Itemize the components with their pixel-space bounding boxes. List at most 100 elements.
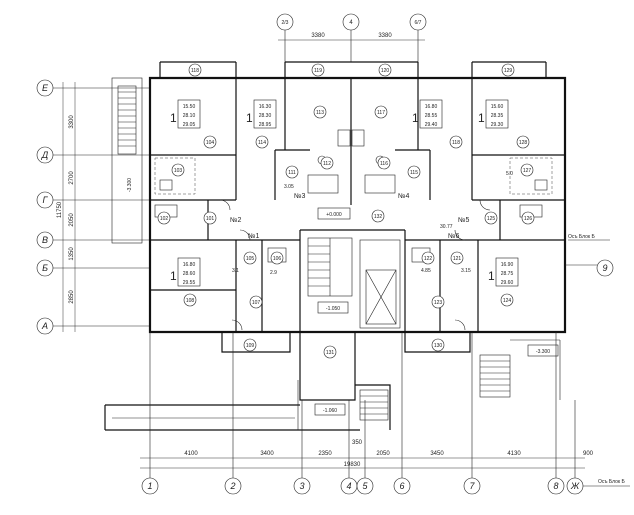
left-dimension: 3300	[69, 115, 75, 129]
room-number: 108	[186, 298, 195, 304]
room-number: 132	[374, 214, 383, 220]
room-number: 105	[246, 256, 255, 262]
left-dimension: 2850	[69, 290, 75, 304]
bottom-axis-label: 7	[469, 481, 475, 491]
left-dimension: 2050	[69, 213, 75, 227]
bottom-dimension: 4130	[507, 451, 521, 457]
section-label: №4	[398, 193, 410, 200]
bottom-axis-label: 8	[553, 481, 558, 491]
left-axis-label: Б	[42, 263, 48, 273]
top-dimension: 3380	[311, 33, 325, 39]
left-axis-label: А	[41, 321, 48, 331]
door-swings	[219, 199, 491, 331]
bottom-axis-label: 5	[362, 481, 368, 491]
room-number: 119	[314, 68, 322, 74]
apartment-area-label: 1 16.90 28.75 29.60	[488, 257, 519, 287]
room-number: 122	[424, 256, 433, 262]
small-value: 2.9	[270, 270, 277, 276]
apartment-room-count: 1	[488, 269, 495, 283]
bottom-axis-label: Ж	[570, 481, 580, 491]
bottom-dimension: 900	[583, 451, 594, 457]
apartment-area-living: 16.90	[501, 262, 514, 268]
bottom-axis-label: 6	[399, 481, 404, 491]
room-number: 121	[453, 256, 462, 262]
section-label: №3	[294, 193, 306, 200]
apartment-area-living: 16.30	[259, 104, 272, 110]
section-label: №5	[458, 217, 470, 224]
bottom-axis-label: 3	[299, 481, 304, 491]
room-number: 116	[380, 161, 388, 167]
bottom-dimension: 2050	[376, 451, 390, 457]
small-value: 30.77	[440, 224, 453, 230]
apartment-area-total: 28.35	[491, 113, 504, 119]
small-value: 4.85	[421, 268, 431, 274]
room-number: 104	[206, 140, 215, 146]
apartment-room-count: 1	[478, 111, 485, 125]
top-axis-label: 4	[349, 20, 353, 26]
apartment-area-full: 29.30	[491, 122, 504, 128]
apartment-area-full: 28.95	[259, 122, 272, 128]
section-label: №2	[230, 217, 242, 224]
bottom-axis-label: 4	[346, 481, 351, 491]
bottom-total-dimension: 19830	[344, 462, 361, 468]
room-number: 107	[252, 300, 261, 306]
left-dimension: 1350	[69, 247, 75, 261]
left-total-dimension: 11750	[57, 201, 63, 218]
level-mark: -1.060	[323, 408, 337, 414]
section-label: №6	[448, 233, 460, 240]
small-value: 3.15	[461, 268, 471, 274]
room-number: 103	[174, 168, 183, 174]
room-number: 115	[410, 170, 418, 176]
room-number: 131	[326, 350, 335, 356]
left-dimension: 2700	[69, 171, 75, 185]
bottom-axis-label: 2	[229, 481, 235, 491]
left-axis-markers: Е Д Г В Б А 3300 2700 2050 1350 2850 117…	[36, 79, 150, 335]
block-note: Осъ Блок Б	[598, 479, 625, 485]
top-dimension: 3380	[378, 33, 392, 39]
room-number: 109	[246, 343, 255, 349]
room-number: 130	[434, 343, 443, 349]
room-number: 128	[519, 140, 528, 146]
bottom-axis-markers: 4100 3400 2350 350 2050 3450 4130 900 19…	[140, 332, 630, 495]
left-axis-label: Г	[43, 195, 49, 205]
apartment-area-full: 29.60	[501, 280, 514, 286]
room-number: 129	[504, 68, 513, 74]
apartment-area-label: 1 15.50 28.10 29.05	[170, 99, 201, 129]
room-number: 123	[434, 300, 443, 306]
apartment-room-count: 1	[246, 111, 253, 125]
right-axis-label: 9	[602, 263, 607, 273]
bottom-dimension: 2350	[318, 451, 332, 457]
room-number: 124	[503, 298, 512, 304]
top-axis-markers: 2/3 4 6/7 3380 3380	[276, 13, 427, 62]
room-number: 126	[524, 216, 533, 222]
exterior-stair-left: -3.300	[111, 77, 143, 244]
room-number: 117	[377, 110, 385, 116]
apartment-area-full: 29.05	[183, 122, 196, 128]
room-number: 118	[452, 140, 460, 146]
apartment-area-living: 15.60	[491, 104, 504, 110]
level-mark: -3.300	[127, 178, 133, 192]
apartment-area-label: 1 16.80 28.55 29.40	[412, 99, 443, 129]
small-value: 3.1	[232, 268, 239, 274]
level-mark: -1.050	[326, 306, 340, 312]
room-number: 112	[323, 161, 331, 167]
left-axis-label: В	[42, 235, 48, 245]
room-number: 111	[288, 170, 296, 176]
apartment-area-total: 28.10	[183, 113, 196, 119]
apartment-room-count: 1	[170, 269, 177, 283]
left-axis-label: Е	[42, 83, 49, 93]
apartment-room-count: 1	[412, 111, 419, 125]
apartment-labels: 1 15.50 28.10 29.05 1 16.30 28.30 28.95 …	[170, 99, 519, 287]
entrance-steps	[104, 339, 561, 431]
bottom-dimension: 4100	[184, 451, 198, 457]
level-marks: +0.000 -1.050 -1.060 -3.300	[314, 207, 559, 416]
apartment-area-total: 28.30	[259, 113, 272, 119]
small-values: 3.05 5.0 3.1 2.9 4.85 3.15 30.77	[232, 171, 513, 276]
room-numbers: 118 119 120 129 104 114 113 117 118 128 …	[157, 63, 535, 359]
room-number: 118	[191, 68, 199, 74]
apartment-area-label: 1 16.80 28.60 29.55	[170, 257, 201, 287]
bottom-dimension: 3400	[260, 451, 274, 457]
block-note: Осъ Блок Б	[568, 234, 595, 240]
bottom-axis-label: 1	[147, 481, 152, 491]
